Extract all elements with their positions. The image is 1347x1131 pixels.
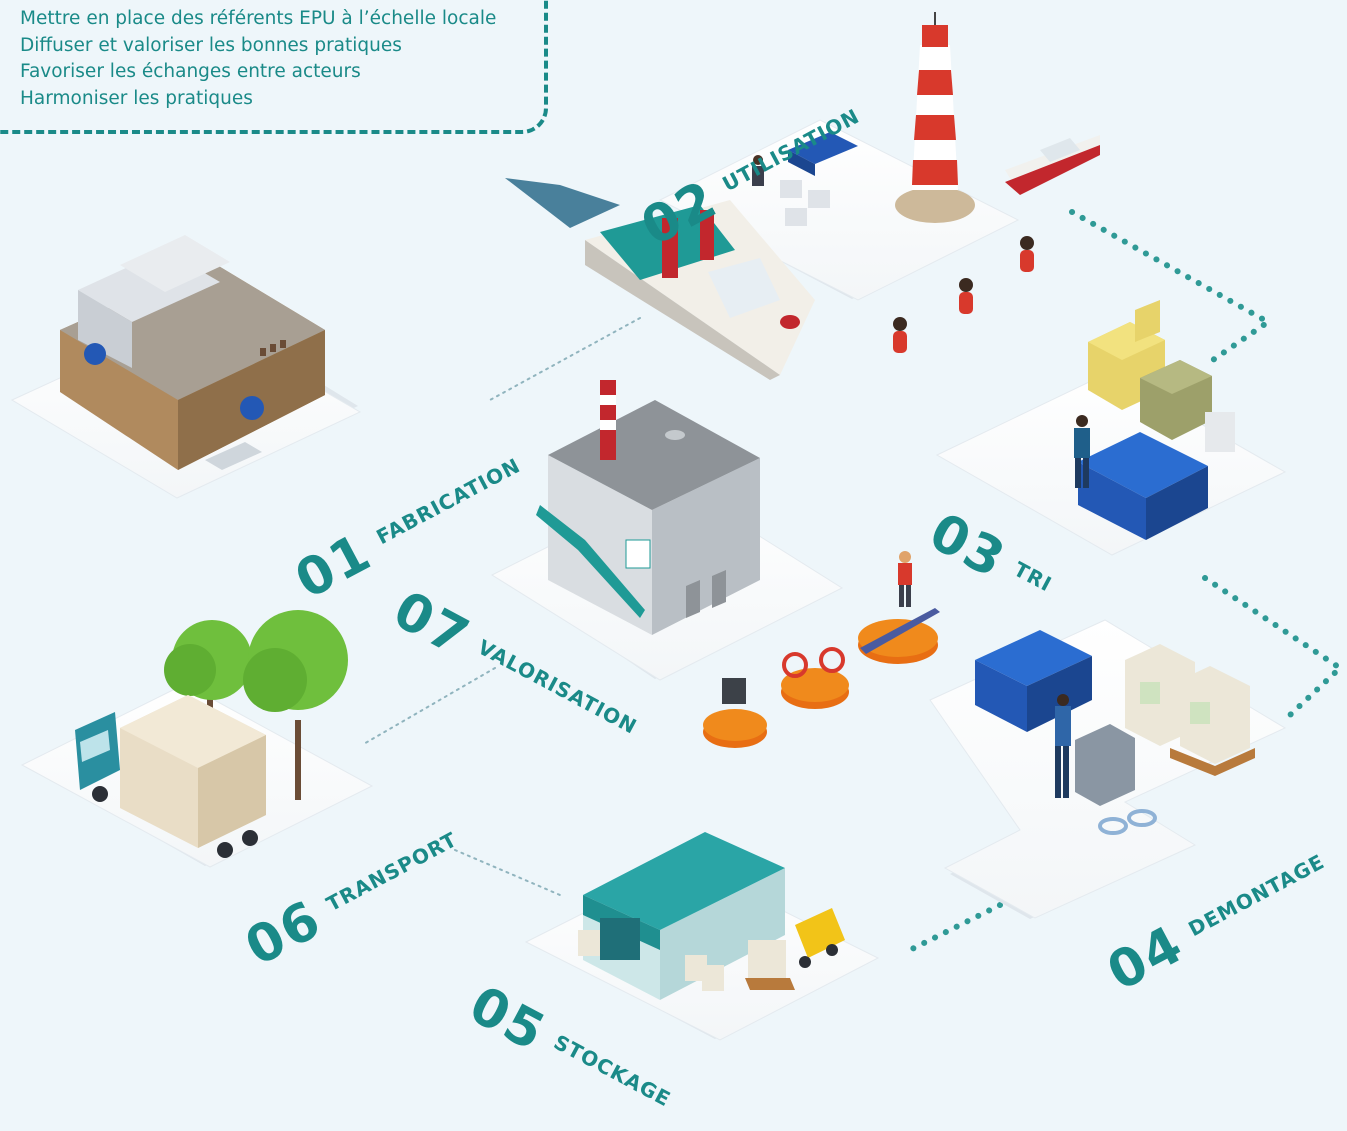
objectives-list: Mettre en place des référents EPU à l’éc… — [20, 6, 496, 112]
objective-item: Favoriser les échanges entre acteurs — [20, 61, 361, 82]
sorting-bins — [1074, 300, 1235, 540]
objective-item: Harmoniser les pratiques — [20, 87, 253, 109]
people-utilisation — [752, 155, 1034, 353]
warehouse-and-forklift — [578, 832, 845, 1000]
recycling-plant — [536, 380, 760, 635]
recycled-products — [703, 551, 940, 748]
objective-item: Mettre en place des référents EPU à l’éc… — [20, 8, 497, 29]
lighthouse — [895, 12, 975, 223]
truck-and-trees — [75, 610, 348, 858]
objective-item: Diffuser et valoriser les bonnes pratiqu… — [20, 34, 402, 56]
trawler-boat — [505, 178, 815, 380]
connectors — [361, 209, 1345, 953]
factory-building — [60, 235, 325, 470]
crates-utilisation — [780, 132, 858, 226]
dismantling-scene — [975, 630, 1255, 835]
objectives-box — [0, 0, 548, 134]
small-boat — [1005, 135, 1100, 195]
